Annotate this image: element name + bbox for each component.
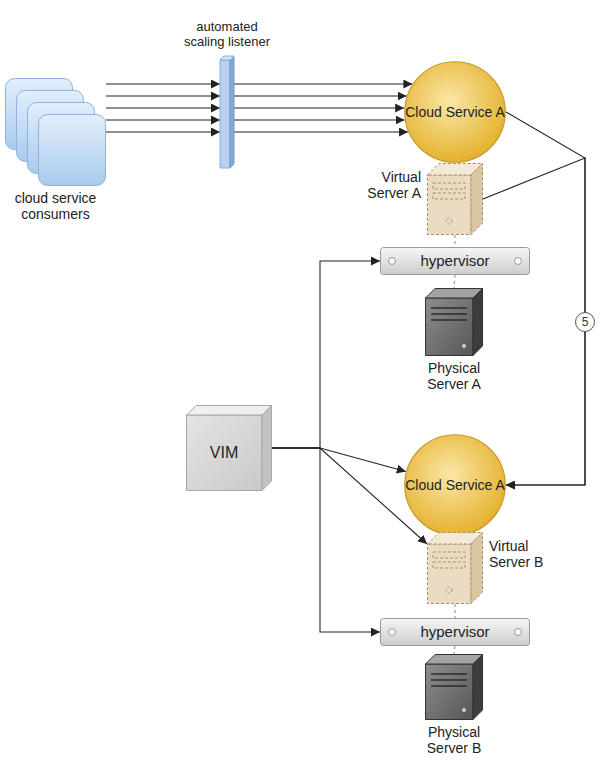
pserver-outline (425, 288, 483, 356)
connector-arrow (106, 83, 220, 84)
connector-arrow (234, 95, 407, 96)
node-label: automated scaling listener (182, 20, 272, 50)
cloud-service-circle: Cloud Service A (404, 61, 506, 163)
connector-arrow (272, 448, 427, 544)
node-label: hypervisor (420, 623, 489, 640)
virtual-server: Virtual Server B (427, 532, 483, 604)
connector-arrow (234, 83, 412, 84)
cloud-service-circle: Cloud Service A (404, 434, 506, 536)
callout-number: 5 (575, 312, 595, 332)
node-label: Physical Server A (414, 360, 494, 392)
connector-arrow (454, 275, 455, 288)
vserver-outline (427, 532, 483, 604)
connector-arrow (272, 448, 380, 632)
physical-server: Physical Server B (425, 654, 483, 720)
connector-arrow (483, 158, 585, 485)
node-label: Virtual Server B (489, 538, 549, 570)
connector-arrow (106, 95, 220, 96)
connector-arrow (234, 119, 405, 120)
hypervisor-bar: hypervisor (380, 618, 530, 646)
pserver-outline (425, 654, 483, 720)
connector-arrow (106, 119, 220, 120)
node-label: VIM (210, 444, 238, 462)
vserver-outline (427, 163, 483, 235)
connector-arrow (106, 107, 220, 108)
node-label: Cloud Service A (405, 104, 505, 120)
node-label: Virtual Server A (361, 169, 421, 201)
hypervisor-bar: hypervisor (380, 247, 530, 275)
node-label: Physical Server B (414, 724, 494, 756)
physical-server: Physical Server A (425, 288, 483, 356)
connector-arrow (234, 131, 408, 132)
connector-arrow (106, 131, 220, 132)
vim-box: VIM (186, 405, 272, 491)
connector-arrow (455, 604, 456, 618)
node-label: hypervisor (420, 252, 489, 269)
connector-arrow (454, 646, 455, 654)
bar-outline (220, 56, 234, 168)
connector-arrow (272, 448, 406, 472)
scaling-listener: automated scaling listener (220, 56, 234, 168)
virtual-server: Virtual Server A (427, 163, 483, 235)
stack-outline (5, 78, 106, 186)
node-label: Cloud Service A (405, 477, 505, 493)
connector-arrow (455, 235, 456, 247)
connector-arrow (272, 261, 380, 448)
node-label: cloud service consumers (6, 190, 106, 222)
consumer-stack: cloud service consumers (5, 78, 106, 186)
connector-arrow (506, 112, 585, 485)
connector-arrow (234, 107, 404, 108)
